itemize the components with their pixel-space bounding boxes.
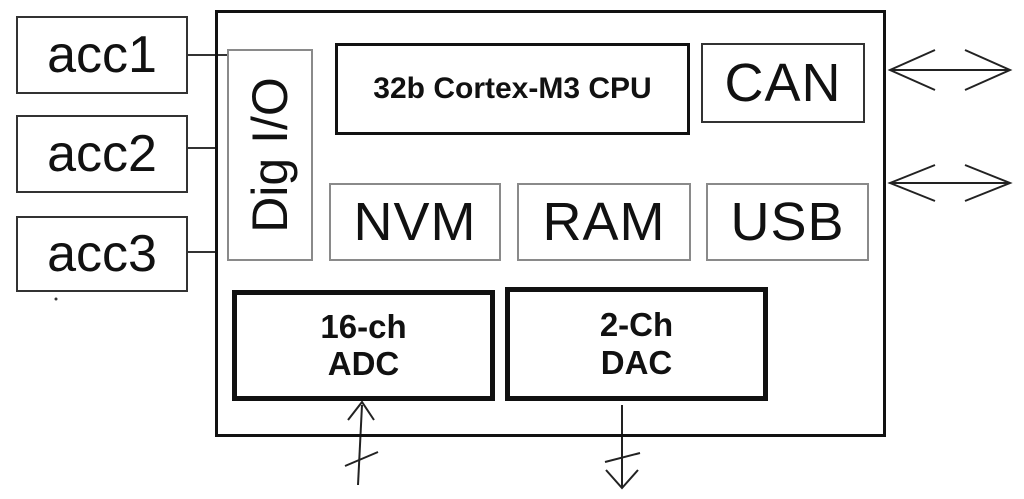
usb-label: USB	[730, 192, 845, 252]
adc-block: 16-ch ADC	[232, 290, 495, 401]
dac-label-line2: DAC	[600, 344, 673, 381]
ram-block: RAM	[517, 183, 691, 261]
acc1-label: acc1	[47, 26, 157, 84]
usb-block: USB	[706, 183, 869, 261]
acc2-label: acc2	[47, 125, 157, 183]
dac-label-line1: 2-Ch	[599, 306, 674, 344]
cpu-label: 32b Cortex-M3 CPU	[373, 72, 652, 105]
nvm-block: NVM	[329, 183, 501, 261]
dig-io-label: Dig I/O	[242, 77, 298, 233]
acc3-label: acc3	[47, 225, 157, 283]
can-block: CAN	[701, 43, 865, 123]
cpu-block: 32b Cortex-M3 CPU	[335, 43, 690, 135]
ram-label: RAM	[542, 192, 666, 252]
stray-dot	[54, 297, 58, 301]
dac-output-arrow	[604, 405, 641, 490]
can-label: CAN	[724, 53, 842, 113]
acc1-box: acc1	[16, 16, 188, 94]
usb-bus-arrow	[887, 164, 1013, 202]
dig-io-block: Dig I/O	[227, 49, 313, 261]
can-bus-arrow	[887, 49, 1013, 91]
acc3-box: acc3	[16, 216, 188, 292]
dac-block: 2-Ch DAC	[505, 287, 768, 401]
nvm-label: NVM	[353, 192, 477, 252]
adc-input-arrow	[344, 400, 379, 486]
adc-label-line2: ADC	[327, 345, 400, 383]
dac-label: 2-Ch DAC	[510, 306, 763, 382]
adc-label-line1: 16-ch	[320, 307, 407, 345]
acc2-box: acc2	[16, 115, 188, 193]
adc-label: 16-ch ADC	[237, 308, 490, 384]
mcu-boundary	[215, 10, 886, 437]
